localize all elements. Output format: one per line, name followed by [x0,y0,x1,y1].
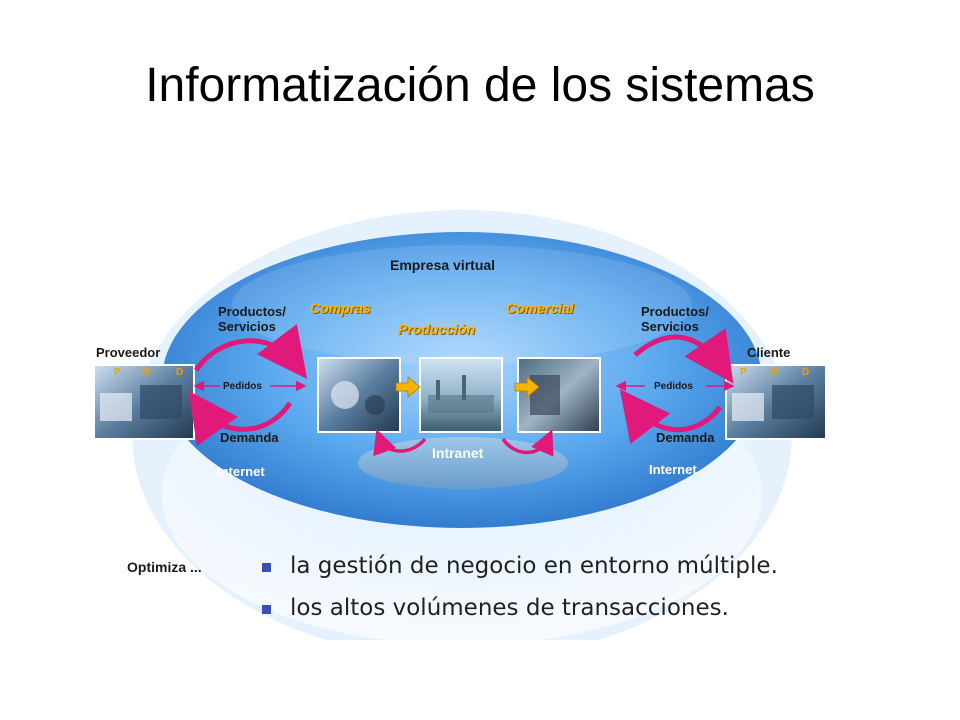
flow-arrow-icon [395,376,421,398]
pedidos-right-label: Pedidos [654,381,693,392]
demanda-arrow-right [619,389,722,445]
list-item: los altos volúmenes de transacciones. [258,593,778,635]
intranet-loop-right [501,429,554,457]
pmd-left-d: D [176,367,184,378]
productos-servicios-right-1: Productos/ [641,304,709,319]
internet-right-label: Internet [649,462,697,477]
bullet-icon [262,605,271,614]
optimiza-item-1: la gestión de negocio en entorno múltipl… [290,553,778,579]
demanda-right-label: Demanda [656,430,715,445]
pmd-right-d: D [802,367,810,378]
diagram-graphics [93,210,827,640]
productos-arrow-right [633,328,734,384]
produccion-label: Producción [398,321,476,337]
pmd-left-m: M [142,367,151,378]
pedidos-left-label: Pedidos [223,381,262,392]
optimiza-item-2: los altos volúmenes de transacciones. [290,595,729,621]
optimiza-label: Optimiza ... [127,559,202,575]
empresa-virtual-label: Empresa virtual [390,257,496,273]
slide-title: Informatización de los sistemas [145,59,815,112]
pmd-right-p: P [740,367,747,378]
internet-left-label: Internet [217,464,265,479]
empresa-virtual-diagram: Empresa virtual Proveedor Cliente Produc… [90,195,835,640]
comercial-label: Comercial [506,300,574,316]
pmd-right-m: M [770,367,779,378]
proveedor-label: Proveedor [96,345,161,360]
optimiza-list: la gestión de negocio en entorno múltipl… [258,551,778,635]
intranet-loop-left [373,429,427,457]
demanda-arrow-left [188,390,293,446]
intranet-label: Intranet [432,445,484,461]
compras-label: Compras [310,300,371,316]
productos-arrow-left [193,323,308,379]
productos-servicios-right-2: Servicios [641,319,699,334]
productos-servicios-left-1: Productos/ [218,304,286,319]
list-item: la gestión de negocio en entorno múltipl… [258,551,778,593]
productos-servicios-left-2: Servicios [218,319,276,334]
pmd-left-p: P [114,367,121,378]
flow-arrow-icon [514,376,540,398]
cliente-label: Cliente [747,345,791,360]
bullet-icon [262,563,271,572]
demanda-left-label: Demanda [220,430,279,445]
